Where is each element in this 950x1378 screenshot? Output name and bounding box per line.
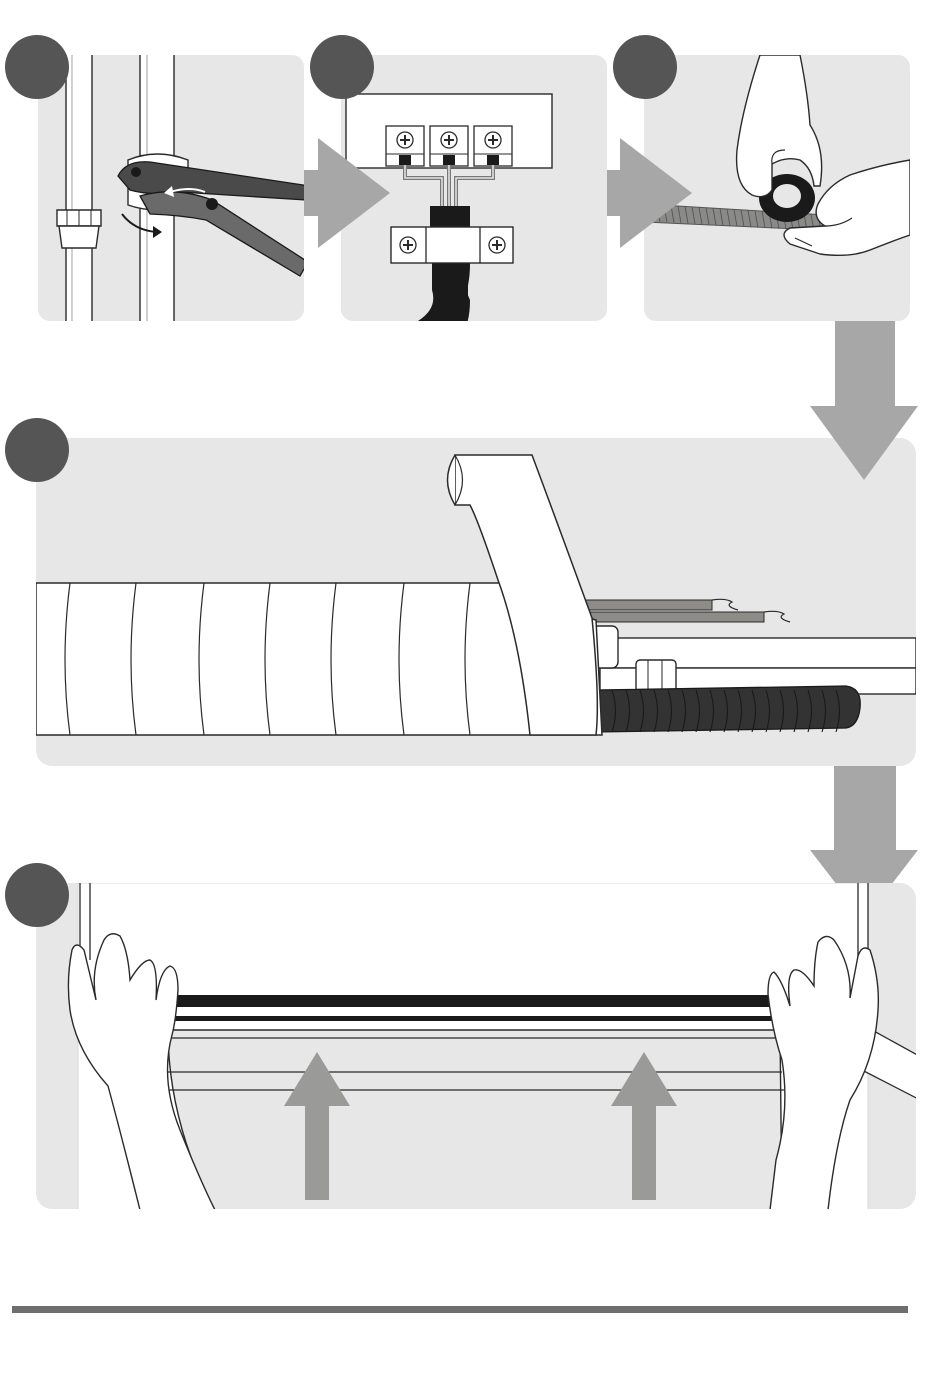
step-1-panel [38,40,310,340]
terminal-screw-1 [386,126,424,166]
step-3-badge [613,35,677,99]
step-4-badge [5,418,69,482]
step-2-badge [310,35,374,99]
bottom-rule [12,1306,908,1313]
step-5-panel [36,883,930,1223]
terminal-screw-3 [474,126,512,166]
hands-lifting-indoor-unit-illustration [68,883,930,1223]
step-1-badge [5,35,69,99]
terminal-screw-2 [430,126,468,166]
step-5-badge [5,863,69,927]
step-4-panel [36,438,916,766]
